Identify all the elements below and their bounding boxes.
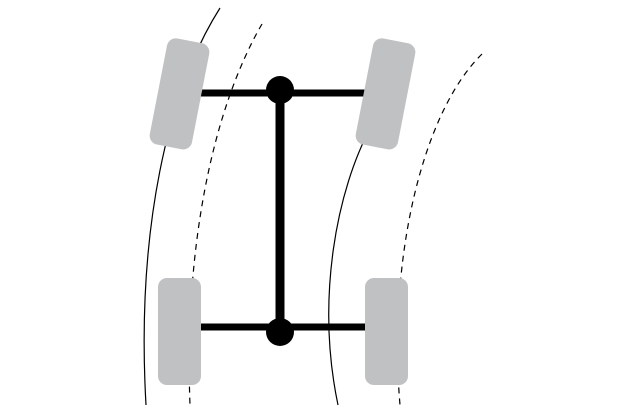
rear-right-wheel (365, 278, 408, 385)
front-axle-joint (266, 76, 294, 104)
rear-left-wheel (158, 278, 201, 385)
right-outer-track (328, 124, 373, 406)
front-left-wheel (149, 38, 210, 150)
rear-axle-joint (266, 318, 294, 346)
front-right-wheel (355, 38, 416, 150)
